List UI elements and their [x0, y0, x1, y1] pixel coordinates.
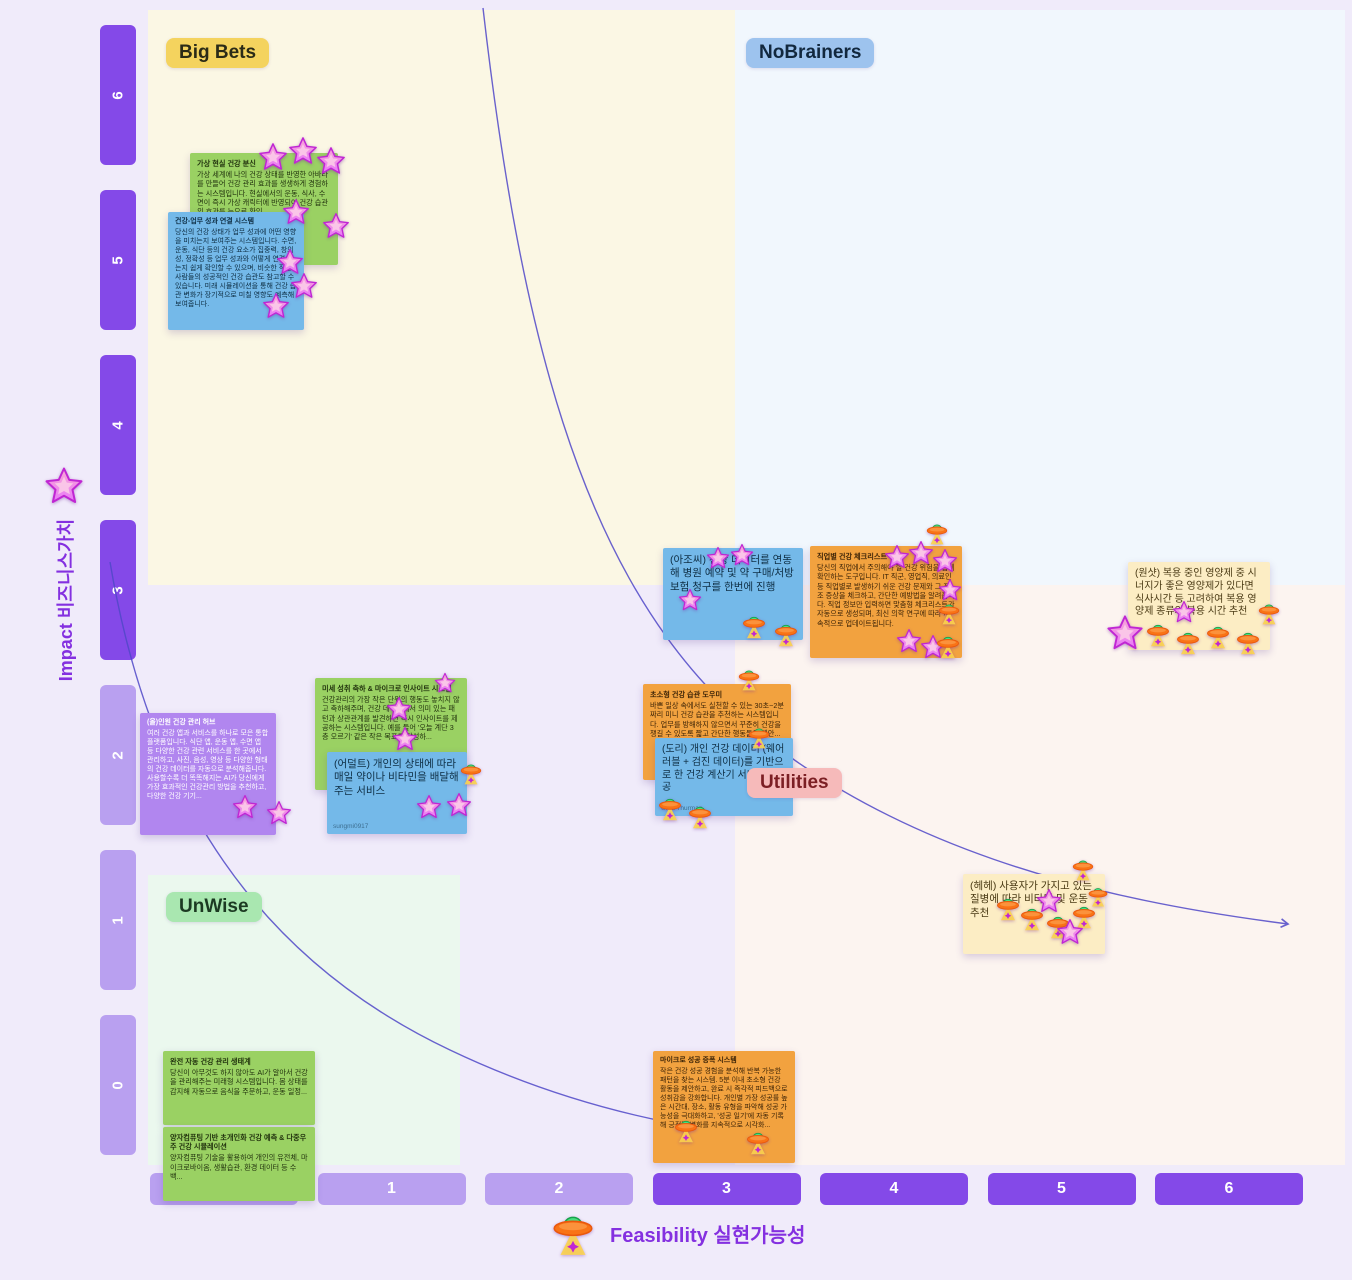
- impact-star-icon[interactable]: [446, 792, 472, 818]
- y-axis-tick-1: 1: [100, 850, 136, 990]
- impact-star-icon[interactable]: [416, 794, 442, 820]
- impact-star-legend-icon: [44, 466, 84, 506]
- impact-star-icon[interactable]: [282, 198, 310, 226]
- impact-star-icon[interactable]: [1056, 918, 1084, 946]
- impact-star-icon[interactable]: [434, 672, 456, 694]
- y-tick-label: 4: [109, 420, 127, 430]
- impact-star-icon[interactable]: [1036, 888, 1062, 914]
- note-title: 양자컴퓨팅 기반 초개인화 건강 예측 & 다중우주 건강 시뮬레이션: [170, 1133, 307, 1152]
- feasibility-ufo-icon[interactable]: [772, 620, 800, 648]
- feasibility-ufo-icon[interactable]: [744, 1128, 772, 1156]
- quadrant-label-utilities[interactable]: Utilities: [747, 768, 842, 798]
- impact-star-icon[interactable]: [258, 142, 288, 172]
- y-axis-tick-5: 5: [100, 190, 136, 330]
- note-body: 양자컴퓨팅 기술을 활용하여 개인의 유전체, 마이크로바이옴, 생활습관, 환…: [170, 1153, 308, 1181]
- note-title: 마이크로 성공 증폭 시스템: [660, 1057, 737, 1064]
- note-body: (어덜트) 개인의 상태에 따라 매일 약이나 비타민을 배달해주는 서비스: [334, 758, 459, 797]
- note-title: 초소형 건강 습관 도우미: [650, 690, 723, 699]
- quadrant-bg-nobrainers: [735, 10, 1345, 585]
- impact-star-icon[interactable]: [730, 543, 754, 567]
- x-axis-tick-5: 5: [987, 1173, 1136, 1205]
- note-body: 당신이 아무것도 하지 않아도 AI가 알아서 건강을 관리해주는 미래형 시스…: [170, 1068, 308, 1096]
- feasibility-ufo-icon[interactable]: [934, 632, 962, 660]
- y-axis-tick-0: 0: [100, 1015, 136, 1155]
- feasibility-ufo-icon[interactable]: [746, 724, 772, 750]
- y-tick-label: 3: [109, 585, 127, 595]
- feasibility-ufo-icon[interactable]: [1256, 600, 1282, 626]
- feasibility-ufo-icon[interactable]: [1204, 622, 1232, 650]
- note-author: sungmi0917: [333, 822, 369, 830]
- feasibility-ufo-legend-icon: [548, 1208, 598, 1258]
- impact-star-icon[interactable]: [938, 578, 962, 602]
- impact-star-icon[interactable]: [316, 146, 346, 176]
- impact-star-icon[interactable]: [932, 548, 958, 574]
- x-axis-tick-1: 1: [317, 1173, 466, 1205]
- feasibility-ufo-icon[interactable]: [686, 802, 714, 830]
- feasibility-ufo-icon[interactable]: [1144, 620, 1172, 648]
- impact-star-icon[interactable]: [1172, 600, 1196, 624]
- y-axis-tick-6: 6: [100, 25, 136, 165]
- note-body: 당신의 건강 상태가 업무 성과에 어떤 영향을 미치는지 보여주는 시스템입니…: [175, 228, 297, 308]
- feasibility-ufo-icon[interactable]: [1086, 884, 1110, 908]
- impact-star-icon[interactable]: [232, 794, 258, 820]
- note-title: 가상 현실 건강 분신: [197, 159, 256, 168]
- y-tick-label: 0: [109, 1080, 127, 1090]
- impact-star-icon[interactable]: [290, 272, 318, 300]
- quadrant-label-nobrainers[interactable]: NoBrainers: [746, 38, 875, 68]
- x-axis-tick-2: 2: [485, 1173, 633, 1205]
- feasibility-ufo-icon[interactable]: [1234, 628, 1262, 656]
- feasibility-ufo-icon[interactable]: [656, 794, 684, 822]
- feasibility-ufo-icon[interactable]: [736, 666, 762, 692]
- impact-star-icon[interactable]: [706, 546, 730, 570]
- impact-star-icon[interactable]: [908, 540, 934, 566]
- impact-star-icon[interactable]: [1106, 614, 1144, 652]
- feasibility-ufo-icon[interactable]: [458, 760, 484, 786]
- y-axis-tick-2: 2: [100, 685, 136, 825]
- y-tick-label: 6: [109, 90, 127, 100]
- x-axis-label: Feasibility 실현가능성: [610, 1224, 806, 1247]
- feasibility-ufo-icon[interactable]: [672, 1116, 700, 1144]
- impact-star-icon[interactable]: [386, 696, 412, 722]
- feasibility-ufo-icon[interactable]: [1174, 628, 1202, 656]
- y-axis-label: Impact 비즈니스가치: [56, 518, 76, 682]
- y-tick-label: 5: [109, 255, 127, 265]
- note-body: 가상 세계에 나의 건강 상태를 반영한 아바타를 만들어 건강 관리 효과를 …: [197, 170, 329, 216]
- impact-star-icon[interactable]: [896, 628, 922, 654]
- y-axis-tick-3: 3: [100, 520, 136, 660]
- impact-star-icon[interactable]: [322, 212, 350, 240]
- x-axis-tick-3: 3: [652, 1173, 801, 1205]
- impact-star-icon[interactable]: [288, 136, 318, 166]
- impact-star-icon[interactable]: [678, 588, 702, 612]
- feasibility-ufo-icon[interactable]: [936, 600, 962, 626]
- x-axis-tick-6: 6: [1155, 1173, 1303, 1205]
- note-body: (원샷) 복용 중인 영양제 중 시너지가 좋은 영양제가 있다면 식사시간 등…: [1135, 568, 1257, 618]
- quadrant-label-big-bets[interactable]: Big Bets: [166, 38, 270, 68]
- impact-star-icon[interactable]: [392, 726, 418, 752]
- feasibility-ufo-icon[interactable]: [740, 612, 768, 640]
- quadrant-label-unwise[interactable]: UnWise: [166, 892, 262, 922]
- note-title: 건강-업무 성과 연결 시스템: [175, 218, 255, 225]
- impact-star-icon[interactable]: [266, 800, 292, 826]
- impact-star-icon[interactable]: [262, 292, 290, 320]
- y-tick-label: 2: [109, 750, 127, 760]
- note-title: 완전 자동 건강 관리 생태계: [170, 1057, 251, 1066]
- feasibility-ufo-icon[interactable]: [1070, 856, 1096, 882]
- x-axis-tick-4: 4: [820, 1173, 968, 1205]
- y-axis-tick-4: 4: [100, 355, 136, 495]
- y-tick-label: 1: [109, 915, 127, 925]
- note-title: (올)인원 건강 관리 허브: [147, 719, 216, 726]
- impact-star-icon[interactable]: [884, 544, 910, 570]
- note-body: 여러 건강 앱과 서비스를 하나로 모은 통합 플랫폼입니다. 식단 앱, 운동…: [147, 729, 269, 800]
